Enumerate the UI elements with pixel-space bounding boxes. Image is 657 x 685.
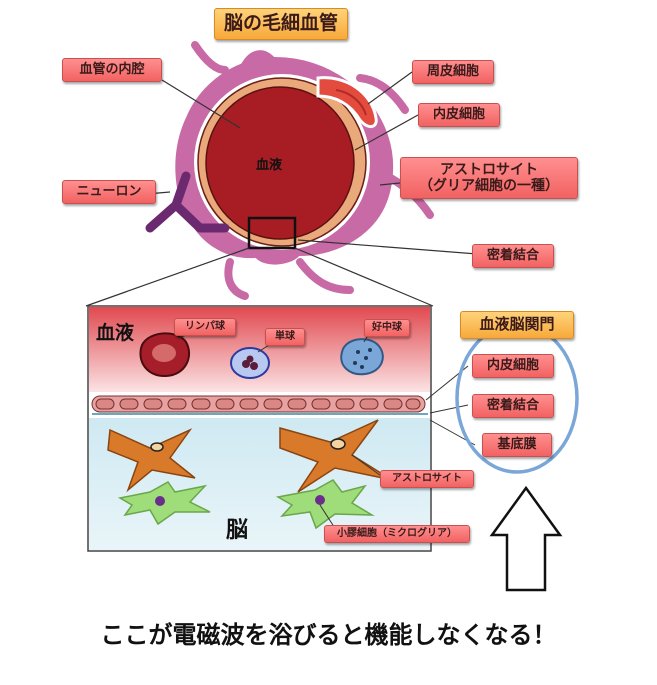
bbb-title: 血液脳関門	[460, 311, 574, 339]
neuron-cell	[145, 171, 230, 233]
caption-text: ここが電磁波を浴びると機能しなくなる！	[100, 621, 557, 649]
microglia-cell-right	[275, 479, 375, 530]
capillary-cross-section	[145, 41, 434, 300]
label-blood-center: 血液	[256, 158, 283, 173]
zoom-label-blood: 血液	[96, 322, 135, 344]
label-astrocyte: アストロサイト （グリア細胞の一種）	[400, 157, 578, 199]
diagram-title: 脳の毛細血管	[214, 8, 348, 40]
blood-lumen	[205, 86, 355, 240]
microglia-cell-left	[117, 481, 211, 526]
label-neutrophil: 好中球	[364, 319, 410, 337]
bbb-item-endothelial: 内皮細胞	[472, 354, 554, 378]
bbb-item-basement-membrane: 基底膜	[482, 433, 552, 457]
astrocyte-cell-right	[279, 419, 393, 493]
astrocyte-cell-left	[107, 428, 196, 493]
label-endothelial: 内皮細胞	[418, 103, 500, 127]
lymphocyte-cell	[139, 332, 191, 378]
zoom-label-brain: 脳	[226, 518, 249, 543]
neutrophil-cell	[340, 338, 384, 376]
up-arrow-icon	[489, 485, 563, 592]
zoom-region-box	[247, 216, 297, 250]
label-pericyte: 周皮細胞	[412, 60, 494, 84]
label-microglia: 小膠細胞（ミクログリア）	[324, 525, 470, 543]
label-monocyte: 単球	[265, 328, 305, 346]
bbb-item-tight-junction: 密着結合	[472, 394, 554, 418]
label-tight-junction: 密着結合	[472, 244, 554, 268]
zoom-panel	[87, 305, 476, 552]
pericyte-cell	[316, 76, 378, 128]
label-astrocyte-zoom: アストロサイト	[380, 470, 474, 488]
monocyte-cell	[230, 347, 270, 379]
label-astrocyte-line2: （グリア細胞の一種）	[419, 178, 559, 194]
label-lymphocyte: リンパ球	[174, 318, 236, 336]
label-astrocyte-line1: アストロサイト	[440, 161, 538, 178]
label-lumen: 血管の内腔	[62, 58, 162, 82]
label-neuron: ニューロン	[62, 180, 156, 204]
